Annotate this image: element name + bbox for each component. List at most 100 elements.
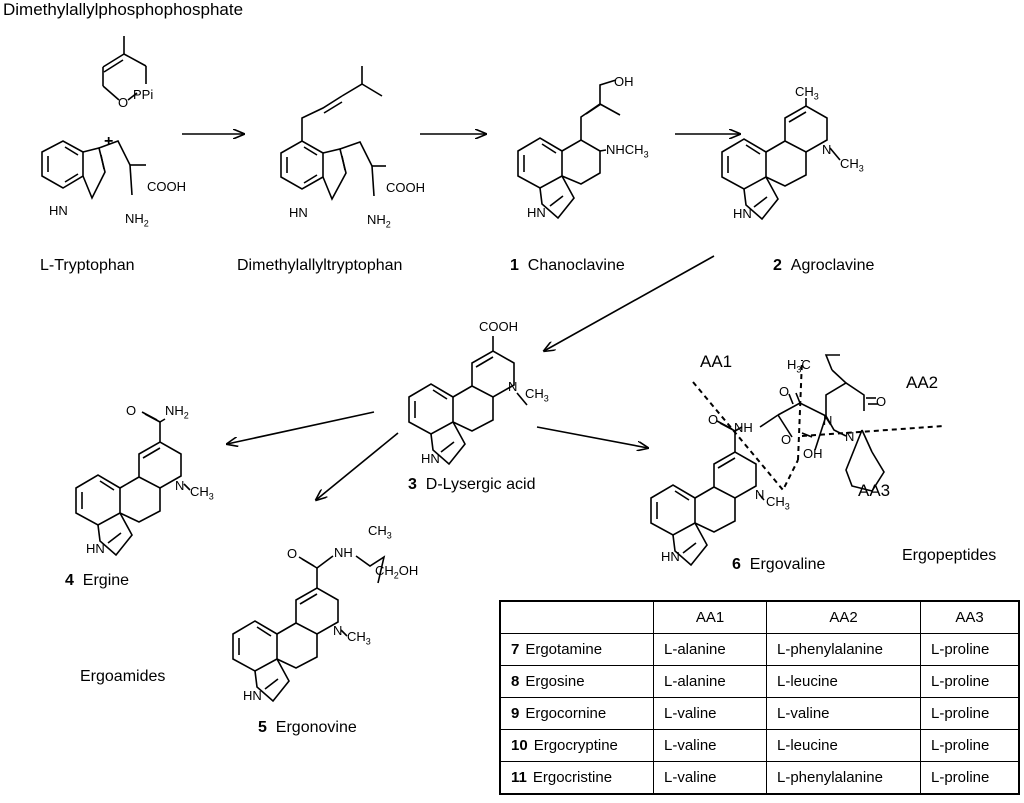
table-cell-aa3: L-proline — [920, 665, 1020, 698]
label-lysergic-acid: 3 D-Lysergic acid — [408, 476, 536, 493]
table-header-blank — [499, 600, 654, 634]
lysergic-acid-structure — [408, 336, 528, 466]
arrow-agroclavine-to-lysergic — [544, 255, 715, 351]
dmat-cooh: COOH — [386, 180, 425, 195]
lys-cooh: COOH — [479, 319, 518, 334]
arrow-lysergic-to-ergine — [227, 411, 375, 444]
trp-cooh: COOH — [147, 179, 186, 194]
agro-hn: HN — [733, 206, 752, 221]
table-cell-aa3: L-proline — [920, 633, 1020, 666]
arrow-lysergic-to-ergovaline — [536, 426, 648, 448]
aa1-label: AA1 — [700, 352, 733, 371]
trp-hn: HN — [49, 203, 68, 218]
label-dimethylallyltryptophan: Dimethylallyltryptophan — [237, 257, 403, 274]
lys-n: N — [508, 379, 518, 394]
table-header-aa3: AA3 — [920, 600, 1020, 634]
table-cell-aa2: L-leucine — [766, 729, 921, 762]
compound-name: Ergocryptine — [533, 737, 618, 754]
chanoclavine-structure — [517, 79, 621, 220]
ergine-ch3: CH3 — [190, 484, 214, 502]
label-ergopeptides: Ergopeptides — [902, 547, 997, 564]
label-agroclavine: 2 Agroclavine — [773, 257, 875, 274]
dmapp-oxygen: O — [118, 95, 129, 110]
lys-ch3: CH3 — [525, 386, 549, 404]
table-cell-aa3: L-proline — [920, 697, 1020, 730]
label-l-tryptophan: L-Tryptophan — [40, 257, 135, 274]
compound-name: Ergocristine — [532, 769, 613, 786]
table-cell-aa2: L-phenylalanine — [766, 761, 921, 795]
ergov-h3c: H3C — [787, 357, 811, 375]
ergonov-ch3: CH3 — [368, 523, 392, 541]
ergine-o: O — [126, 403, 137, 418]
label-ergovaline: 6 Ergovaline — [732, 556, 826, 573]
compound-number: 9 — [511, 705, 520, 722]
table-cell-aa1: L-valine — [653, 729, 767, 762]
ergov-n-methyl: N — [755, 487, 765, 502]
dmapp-ppi: PPi — [133, 87, 154, 102]
dmat-structure — [280, 66, 386, 201]
ergov-nh: NH — [734, 420, 753, 435]
ergovaline-structure — [650, 354, 945, 567]
ergov-hn: HN — [661, 549, 680, 564]
chano-oh: OH — [614, 74, 634, 89]
chano-hn: HN — [527, 205, 546, 220]
ergov-oh: OH — [803, 446, 823, 461]
arrow-lysergic-to-ergonovine — [316, 432, 399, 500]
table-cell-aa1: L-valine — [653, 697, 767, 730]
compound-number: 10 — [511, 737, 528, 754]
plus-sign: + — [104, 133, 114, 150]
compound-number: 8 — [511, 673, 520, 690]
label-ergoamides: Ergoamides — [80, 668, 166, 685]
ergonov-n: N — [333, 623, 343, 638]
ergov-o3: O — [781, 432, 792, 447]
dmat-hn: HN — [289, 205, 308, 220]
ergine-hn: HN — [86, 541, 105, 556]
table-cell-aa1: L-alanine — [653, 633, 767, 666]
agroclavine-structure — [721, 98, 841, 221]
table-cell-aa3: L-proline — [920, 729, 1020, 762]
table-cell-aa2: L-valine — [766, 697, 921, 730]
compound-name: Ergotamine — [525, 641, 603, 658]
aa3-label: AA3 — [858, 481, 891, 500]
ergov-n2: N — [845, 429, 855, 444]
trp-nh2: NH2 — [125, 211, 149, 229]
dmapp-structure — [102, 36, 147, 101]
ergine-n: N — [175, 478, 185, 493]
label-chanoclavine: 1 Chanoclavine — [510, 257, 625, 274]
table-cell-compound: 10 Ergocryptine — [499, 729, 654, 762]
label-ergine: 4 Ergine — [65, 572, 130, 589]
tryptophan-structure — [41, 140, 146, 200]
table-cell-aa1: L-valine — [653, 761, 767, 795]
table-header-aa2: AA2 — [766, 600, 921, 634]
dmat-nh2: NH2 — [367, 212, 391, 230]
ergine-nh2: NH2 — [165, 403, 189, 421]
agro-ch3: CH3 — [795, 84, 819, 102]
agro-ch3-n: CH3 — [840, 156, 864, 174]
page-title: Dimethylallylphosphophosphate — [3, 0, 244, 19]
ergonov-hn: HN — [243, 688, 262, 703]
ergine-structure — [75, 411, 191, 557]
ergov-ring-o: O — [779, 384, 790, 399]
ergonov-ch3-n: CH3 — [347, 629, 371, 647]
table-header-aa1: AA1 — [653, 600, 767, 634]
ergonov-nh: NH — [334, 545, 353, 560]
table-header-row: AA1 AA2 AA3 — [499, 600, 1020, 634]
aa2-label: AA2 — [906, 373, 939, 392]
table-cell-aa3: L-proline — [920, 761, 1020, 795]
ergov-ch3: CH3 — [766, 494, 790, 512]
table-cell-aa1: L-alanine — [653, 665, 767, 698]
table-cell-aa2: L-leucine — [766, 665, 921, 698]
ergonovine-structure — [232, 555, 386, 703]
ergov-o: O — [708, 412, 719, 427]
chano-nhch3: NHCH3 — [606, 142, 649, 160]
